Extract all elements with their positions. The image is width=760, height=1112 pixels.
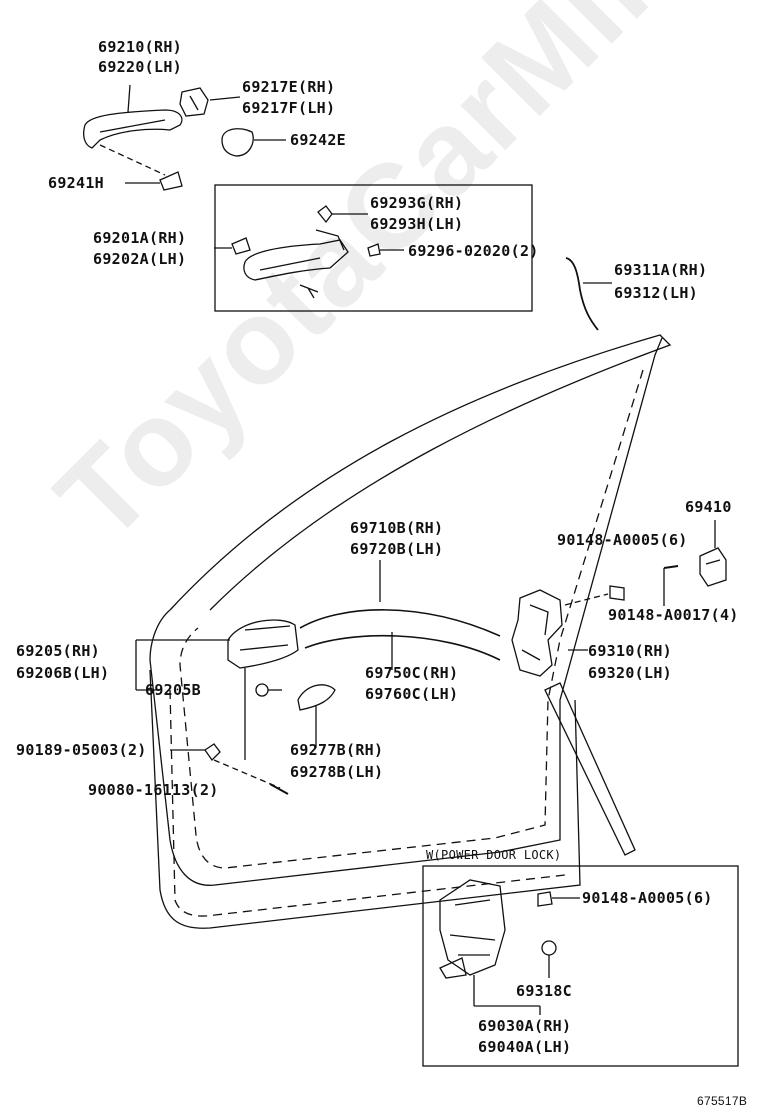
part-69242e-label: 69242E <box>290 131 346 149</box>
part-69318c-label: 69318C <box>516 982 572 1000</box>
part-69205b-label: 69205B <box>145 681 201 699</box>
part-69217f-label: 69217F(LH) <box>242 99 336 117</box>
part-90148-a0017-label: 90148-A0017(4) <box>608 606 739 624</box>
part-69720b-label: 69720B(LH) <box>350 540 444 558</box>
pad-69241h <box>99 144 183 191</box>
part-69278b-label: 69278B(LH) <box>290 763 384 781</box>
handle-pad <box>221 128 286 157</box>
part-69311a-label: 69311A(RH) <box>614 261 708 279</box>
part-69293g-label: 69293G(RH) <box>370 194 464 212</box>
part-69201a-label: 69201A(RH) <box>93 229 187 247</box>
part-69241h-label: 69241H <box>48 174 104 192</box>
power-door-lock-title: W(POWER DOOR LOCK) <box>426 848 562 862</box>
part-69210-label: 69210(RH) <box>98 38 182 56</box>
part-69277b-label: 69277B(RH) <box>290 741 384 759</box>
bezel <box>297 684 336 748</box>
striker <box>663 520 727 606</box>
part-69410-label: 69410 <box>685 498 732 516</box>
rod-69311a <box>565 257 612 331</box>
handle-cap <box>179 87 241 117</box>
part-69030a-label: 69030A(RH) <box>478 1017 572 1035</box>
door-frame <box>149 334 672 929</box>
part-69217e-label: 69217E(RH) <box>242 78 336 96</box>
part-69310-label: 69310(RH) <box>588 642 672 660</box>
part-69710b-label: 69710B(RH) <box>350 519 444 537</box>
part-69312-label: 69312(LH) <box>614 284 698 302</box>
part-69220-label: 69220(LH) <box>98 58 182 76</box>
part-90148-a0005-top-label: 90148-A0005(6) <box>557 531 688 549</box>
part-69296-label: 69296-02020(2) <box>408 242 539 260</box>
cables <box>299 560 501 670</box>
part-90189-label: 90189-05003(2) <box>16 741 147 759</box>
part-69750c-label: 69750C(RH) <box>365 664 459 682</box>
part-90080-label: 90080-16113(2) <box>88 781 219 799</box>
door-lock-assy <box>511 585 636 856</box>
inside-handle <box>170 619 299 795</box>
power-lock-box <box>422 865 739 1067</box>
part-69293h-label: 69293H(LH) <box>370 215 464 233</box>
part-69202a-label: 69202A(LH) <box>93 250 187 268</box>
part-69760c-label: 69760C(LH) <box>365 685 459 703</box>
part-69205-label: 69205(RH) <box>16 642 100 660</box>
power-lock-actuator <box>439 879 580 1015</box>
part-90148-a0005-bottom-label: 90148-A0005(6) <box>582 889 713 907</box>
leader-69205 <box>135 639 230 691</box>
part-69320-label: 69320(LH) <box>588 664 672 682</box>
outside-handle-assy <box>83 84 183 149</box>
part-69040a-label: 69040A(LH) <box>478 1038 572 1056</box>
part-69206b-label: 69206B(LH) <box>16 664 110 682</box>
diagram-code: 675517B <box>697 1094 748 1108</box>
frame-assy <box>214 205 404 299</box>
